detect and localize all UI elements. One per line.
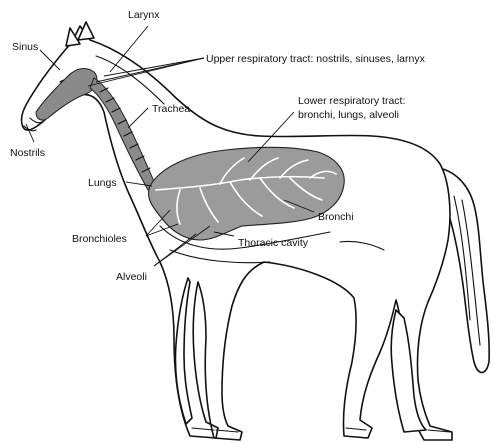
label-lower-respiratory-tract-2: bronchi, lungs, alveoli	[298, 109, 399, 121]
label-trachea: Trachea	[152, 103, 190, 115]
label-upper-respiratory-tract: Upper respiratory tract: nostrils, sinus…	[206, 53, 426, 65]
label-thoracic-cavity: Thoracic cavity	[238, 237, 309, 249]
label-lungs: Lungs	[88, 177, 117, 189]
label-bronchioles: Bronchioles	[72, 233, 127, 245]
label-lower-respiratory-tract-1: Lower respiratory tract:	[298, 95, 405, 107]
label-sinus: Sinus	[12, 41, 38, 53]
label-larynx: Larynx	[128, 9, 160, 21]
label-nostrils: Nostrils	[10, 147, 45, 159]
label-bronchi: Bronchi	[318, 211, 354, 223]
label-alveoli: Alveoli	[116, 271, 147, 283]
